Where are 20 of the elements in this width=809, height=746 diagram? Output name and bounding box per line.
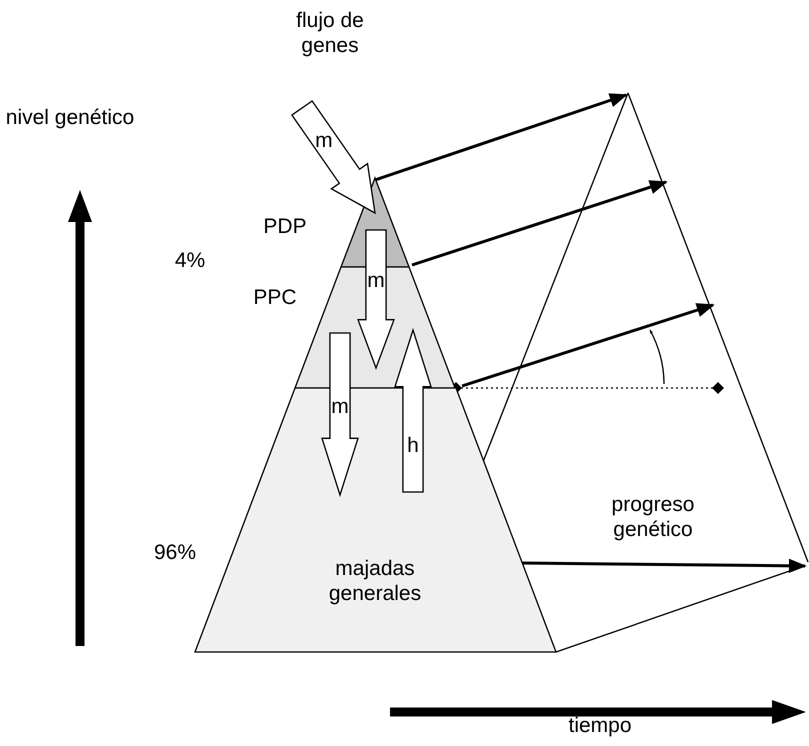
arrow [374,93,628,182]
tier-label: PDP [262,214,308,239]
edge-label: h [406,433,420,458]
axis-label: nivel genético [5,105,135,130]
block-arrow [357,229,395,370]
annotation-text: progreso genético [610,492,696,542]
edge-label: m [330,394,350,419]
axis-label: tiempo [567,713,633,738]
axis-label: flujo de genes [295,8,365,58]
arrow [412,180,668,266]
percentage-label: 96% [152,540,198,565]
edge-label: m [366,268,386,293]
tier-label: majadas generales [328,556,422,606]
block-arrow [394,328,432,493]
edge-label: m [314,128,334,152]
tier-label: PPC [252,285,298,310]
percentage-label: 4% [174,248,206,273]
block-arrow [290,100,376,214]
block-arrow [321,332,359,498]
arrow [462,303,715,388]
